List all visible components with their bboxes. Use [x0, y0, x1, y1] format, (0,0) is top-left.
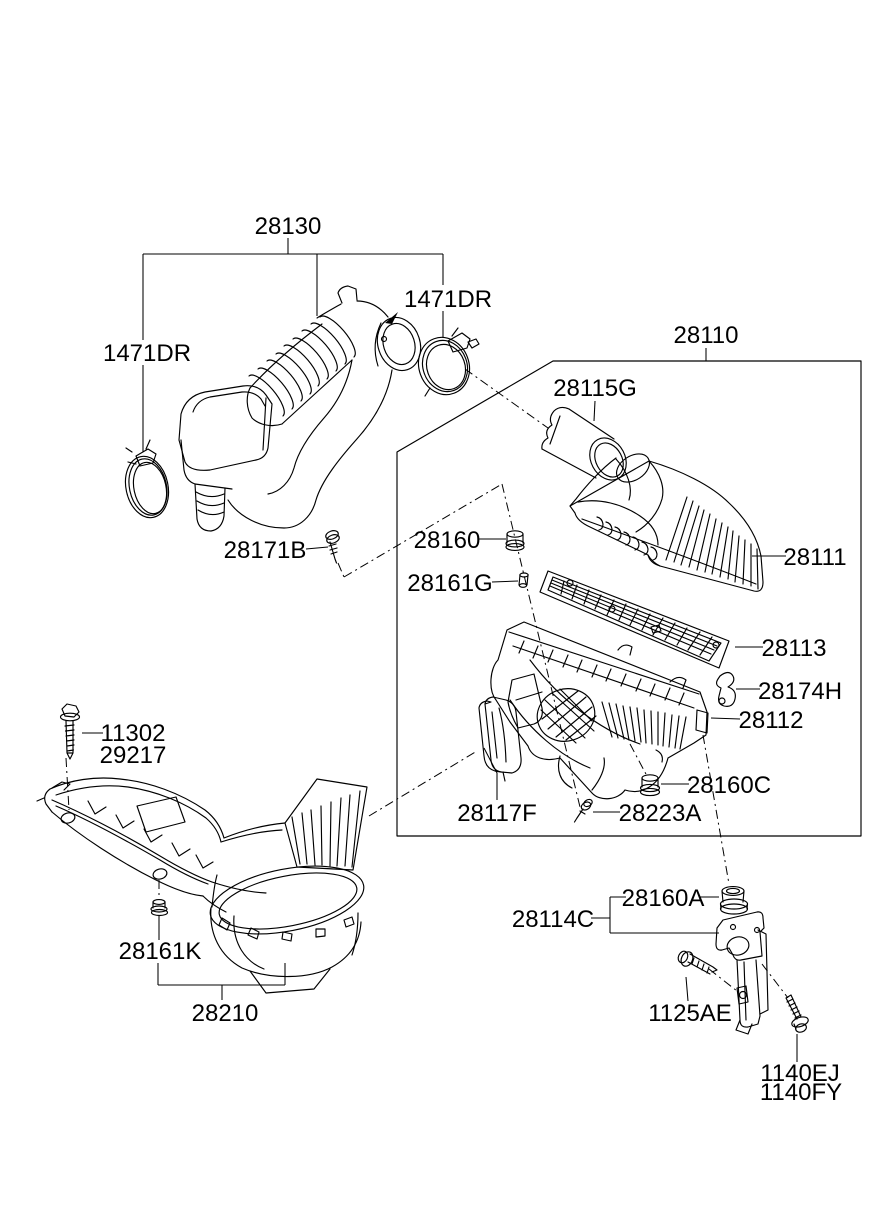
part-label-1471dr-left: 1471DR [103, 340, 191, 367]
part-label-1471dr-right: 1471DR [404, 286, 492, 313]
grommet-28160c-drawing [639, 774, 661, 797]
air-duct-drawing [36, 777, 368, 994]
part-label-28114c: 28114C [512, 906, 594, 933]
bolt-11302-drawing [59, 703, 81, 760]
air-cleaner-cover-drawing [569, 453, 764, 592]
part-labels: 28130 1471DR 1471DR 28110 28115G 28111 2… [100, 213, 847, 1106]
part-label-28160c: 28160C [687, 772, 771, 799]
part-label-28171b: 28171B [224, 537, 307, 564]
part-label-28110: 28110 [674, 322, 739, 349]
part-label-1125ae: 1125AE [648, 1000, 732, 1027]
assembly-axis-lines [65, 368, 789, 999]
hose-clamp-left-drawing [124, 439, 170, 519]
part-label-11302: 11302 [101, 720, 166, 747]
grommet-28160a-drawing [719, 886, 749, 915]
part-label-28161g: 28161G [407, 570, 492, 597]
part-label-28112: 28112 [739, 707, 804, 734]
part-label-28113: 28113 [762, 635, 827, 662]
intake-hose-drawing [178, 285, 422, 532]
part-label-28130: 28130 [255, 213, 322, 240]
assembly-boundary-box [396, 360, 862, 837]
hose-clamp-right-drawing [417, 327, 480, 397]
air-cleaner-body-drawing [490, 621, 709, 800]
part-label-28160: 28160 [414, 527, 481, 554]
part-label-28115g: 28115G [553, 375, 637, 402]
part-label-29217: 29217 [100, 742, 167, 769]
retainer-clip-drawing [715, 671, 736, 707]
screw-28223a-drawing [573, 798, 593, 823]
part-label-28111: 28111 [783, 544, 846, 571]
pin-28161g-drawing [518, 572, 529, 588]
resonator-pad-drawing [478, 696, 522, 782]
part-label-28223a: 28223A [619, 800, 702, 827]
part-label-28174h: 28174H [758, 678, 842, 705]
air-filter-drawing [539, 570, 730, 669]
part-label-1140fy: 1140FY [760, 1079, 842, 1106]
inlet-duct-drawing [541, 406, 627, 481]
grommet-28160-drawing [505, 530, 525, 551]
bolt-1140ej-drawing [785, 994, 809, 1033]
part-label-28210: 28210 [192, 1000, 259, 1027]
screw-28171b-drawing [325, 530, 340, 564]
mounting-bracket-drawing [715, 911, 769, 1035]
part-label-28161k: 28161K [119, 938, 202, 965]
part-label-28160a: 28160A [622, 885, 705, 912]
grommet-28161k-drawing [150, 899, 169, 917]
part-label-1140ej: 1140EJ [760, 1060, 840, 1087]
part-label-28117f: 28117F [457, 800, 537, 827]
bolt-1125ae-drawing [677, 950, 718, 975]
